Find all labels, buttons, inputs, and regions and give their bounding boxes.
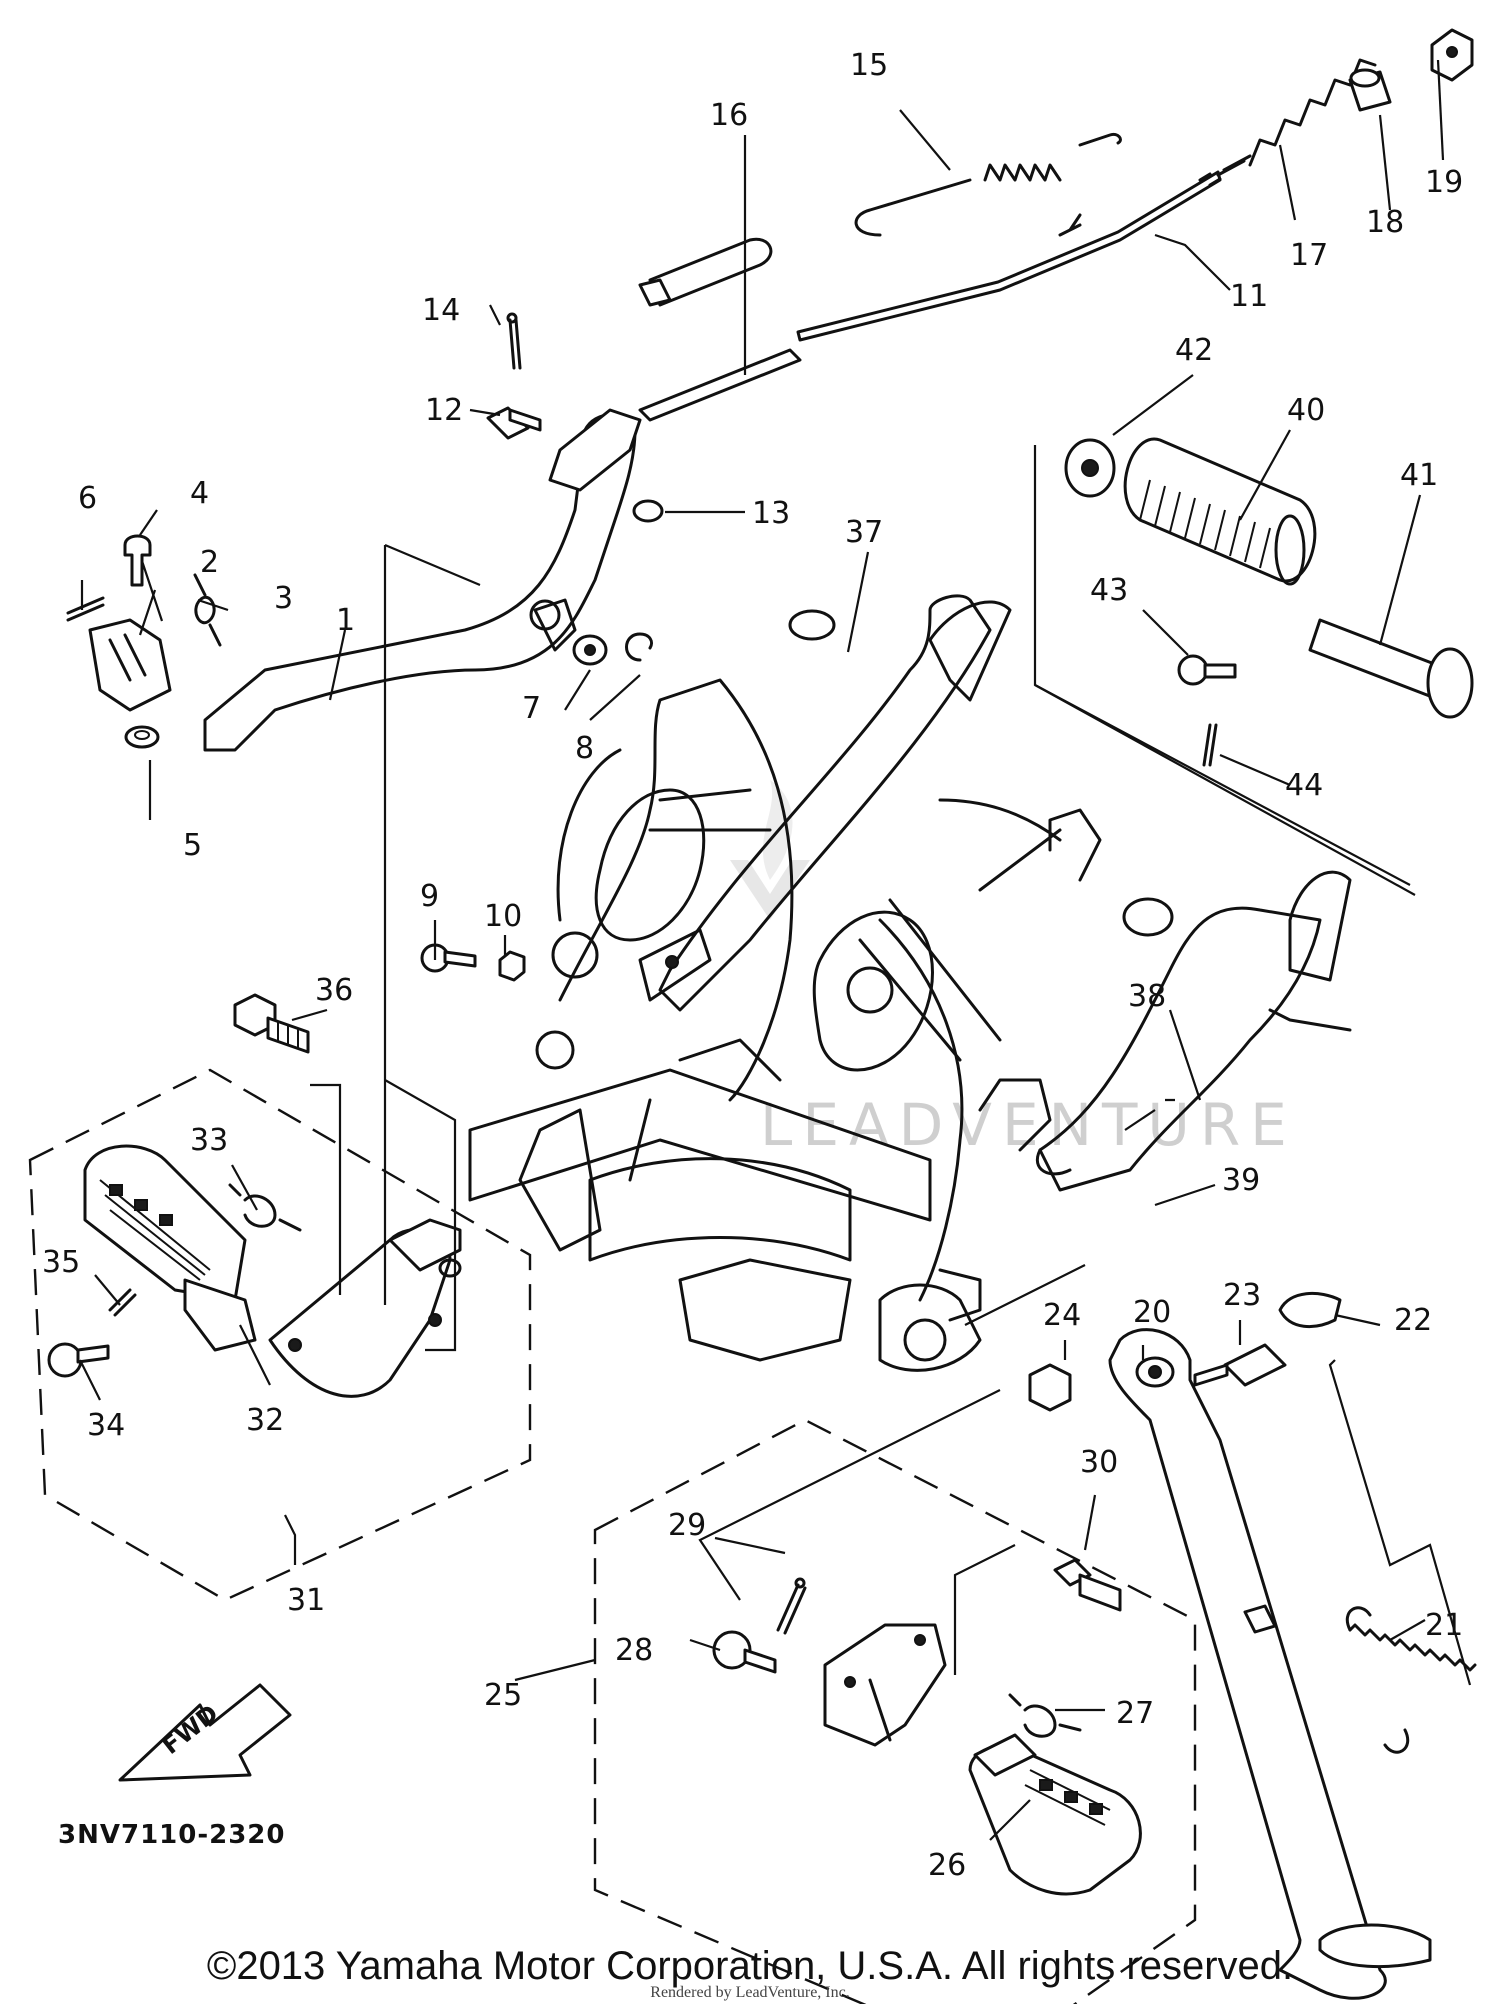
part-4-pin [123, 534, 152, 587]
callout-4: 4 [190, 476, 209, 511]
callout-33: 33 [190, 1123, 228, 1158]
rendered-by-note: Rendered by LeadVenture, Inc. [650, 1984, 850, 2001]
part-20-sidestand [1108, 1328, 1432, 2000]
callout-25: 25 [484, 1678, 522, 1713]
callout-6: 6 [78, 481, 97, 516]
part-18-collar [1348, 68, 1392, 112]
part-40-footrest-rubber [1123, 437, 1317, 586]
callout-37: 37 [845, 515, 883, 550]
callout-15: 15 [850, 48, 888, 83]
callout-34: 34 [87, 1408, 125, 1443]
part-32-footrest-bracket [268, 1218, 462, 1398]
part-16-rod-sleeve [638, 237, 773, 307]
callout-35: 35 [42, 1245, 80, 1280]
callout-44: 44 [1285, 768, 1323, 803]
part-3-spring [193, 573, 222, 647]
part-28-pin [712, 1630, 777, 1674]
part-7-washer [572, 634, 608, 666]
part-30-bolt [1053, 1558, 1122, 1612]
part-38-brace [1035, 870, 1352, 1192]
callout-14: 14 [422, 293, 460, 328]
callout-38: 38 [1128, 979, 1166, 1014]
rod-clevis [548, 348, 802, 492]
callout-5: 5 [183, 828, 202, 863]
part-12-bolt [486, 406, 542, 440]
callout-22: 22 [1394, 1303, 1432, 1338]
callout-17: 17 [1290, 238, 1328, 273]
watermark-text: LEADVENTURE [760, 1091, 1297, 1159]
part-5-washer [124, 725, 160, 749]
part-23-switch [1193, 1343, 1287, 1387]
part-35-cotter-pin [108, 1288, 137, 1317]
part-29-cotter-pin [776, 1577, 807, 1635]
part-8-circlip [625, 632, 654, 662]
part-43-pin [1177, 654, 1237, 686]
callout-2: 2 [200, 545, 219, 580]
watermark-logo [730, 780, 810, 920]
part-31-footrest [83, 1144, 257, 1352]
callout-29: 29 [668, 1508, 706, 1543]
fwd-arrow: FWD [118, 1683, 292, 1782]
part-24-collar [1028, 1363, 1072, 1412]
callout-27: 27 [1116, 1696, 1154, 1731]
callout-43: 43 [1090, 573, 1128, 608]
part-2-pedal-tip [88, 618, 172, 712]
callout-31: 31 [287, 1583, 325, 1618]
part-25-bracket [823, 1623, 947, 1747]
part-34-pin [47, 1342, 110, 1378]
callout-30: 30 [1080, 1445, 1118, 1480]
reference-lines [28, 445, 1472, 2004]
callout-9: 9 [420, 879, 439, 914]
part-33-spring [228, 1183, 302, 1232]
callout-20: 20 [1133, 1295, 1171, 1330]
callout-10: 10 [484, 899, 522, 934]
callout-28: 28 [615, 1633, 653, 1668]
part-26-footrest [968, 1733, 1142, 1896]
callout-24: 24 [1043, 1298, 1081, 1333]
part-37-brace [638, 594, 1012, 1012]
callout-36: 36 [315, 973, 353, 1008]
callout-41: 41 [1400, 458, 1438, 493]
callout-3: 3 [274, 581, 293, 616]
part-41-footrest-shaft [1308, 618, 1474, 719]
callout-32: 32 [246, 1403, 284, 1438]
callout-39: 39 [1222, 1163, 1260, 1198]
part-19-nut [1430, 28, 1474, 82]
part-21-spring [1346, 1606, 1477, 1754]
part-36-bolt [233, 993, 310, 1054]
callout-16: 16 [710, 98, 748, 133]
part-27-spring [1008, 1693, 1082, 1738]
diagram-code: 3NV7110-2320 [58, 1820, 286, 1850]
leader-lines [79, 59, 1445, 1841]
part-6-cotter-pin [66, 596, 105, 622]
callout-26: 26 [928, 1848, 966, 1883]
callout-21: 21 [1425, 1608, 1463, 1643]
part-42-washer [1064, 438, 1116, 498]
callout-7: 7 [522, 691, 541, 726]
part-13-washer [632, 499, 664, 523]
part-15-spring [854, 132, 1122, 237]
callout-40: 40 [1287, 393, 1325, 428]
callout-18: 18 [1366, 205, 1404, 240]
part-22-plate [1278, 1291, 1342, 1329]
callout-12: 12 [425, 393, 463, 428]
part-1-brake-pedal [203, 413, 637, 752]
part-11-brake-rod [796, 154, 1252, 342]
callout-42: 42 [1175, 333, 1213, 368]
part-14-cotter-pin [506, 312, 522, 370]
part-9-bolt [420, 943, 477, 973]
part-10-nut [498, 950, 526, 982]
frame-body [468, 678, 1102, 1372]
callout-8: 8 [575, 731, 594, 766]
callout-11: 11 [1230, 279, 1268, 314]
callout-numbers: 1 2 3 4 5 6 7 8 9 10 11 12 13 14 15 16 1… [42, 48, 1463, 1883]
callout-19: 19 [1425, 165, 1463, 200]
callout-23: 23 [1223, 1278, 1261, 1313]
part-44-cotter-pin [1202, 723, 1218, 767]
callout-1: 1 [336, 603, 355, 638]
callout-13: 13 [752, 496, 790, 531]
copyright-notice: ©2013 Yamaha Motor Corporation, U.S.A. A… [206, 1944, 1294, 1988]
